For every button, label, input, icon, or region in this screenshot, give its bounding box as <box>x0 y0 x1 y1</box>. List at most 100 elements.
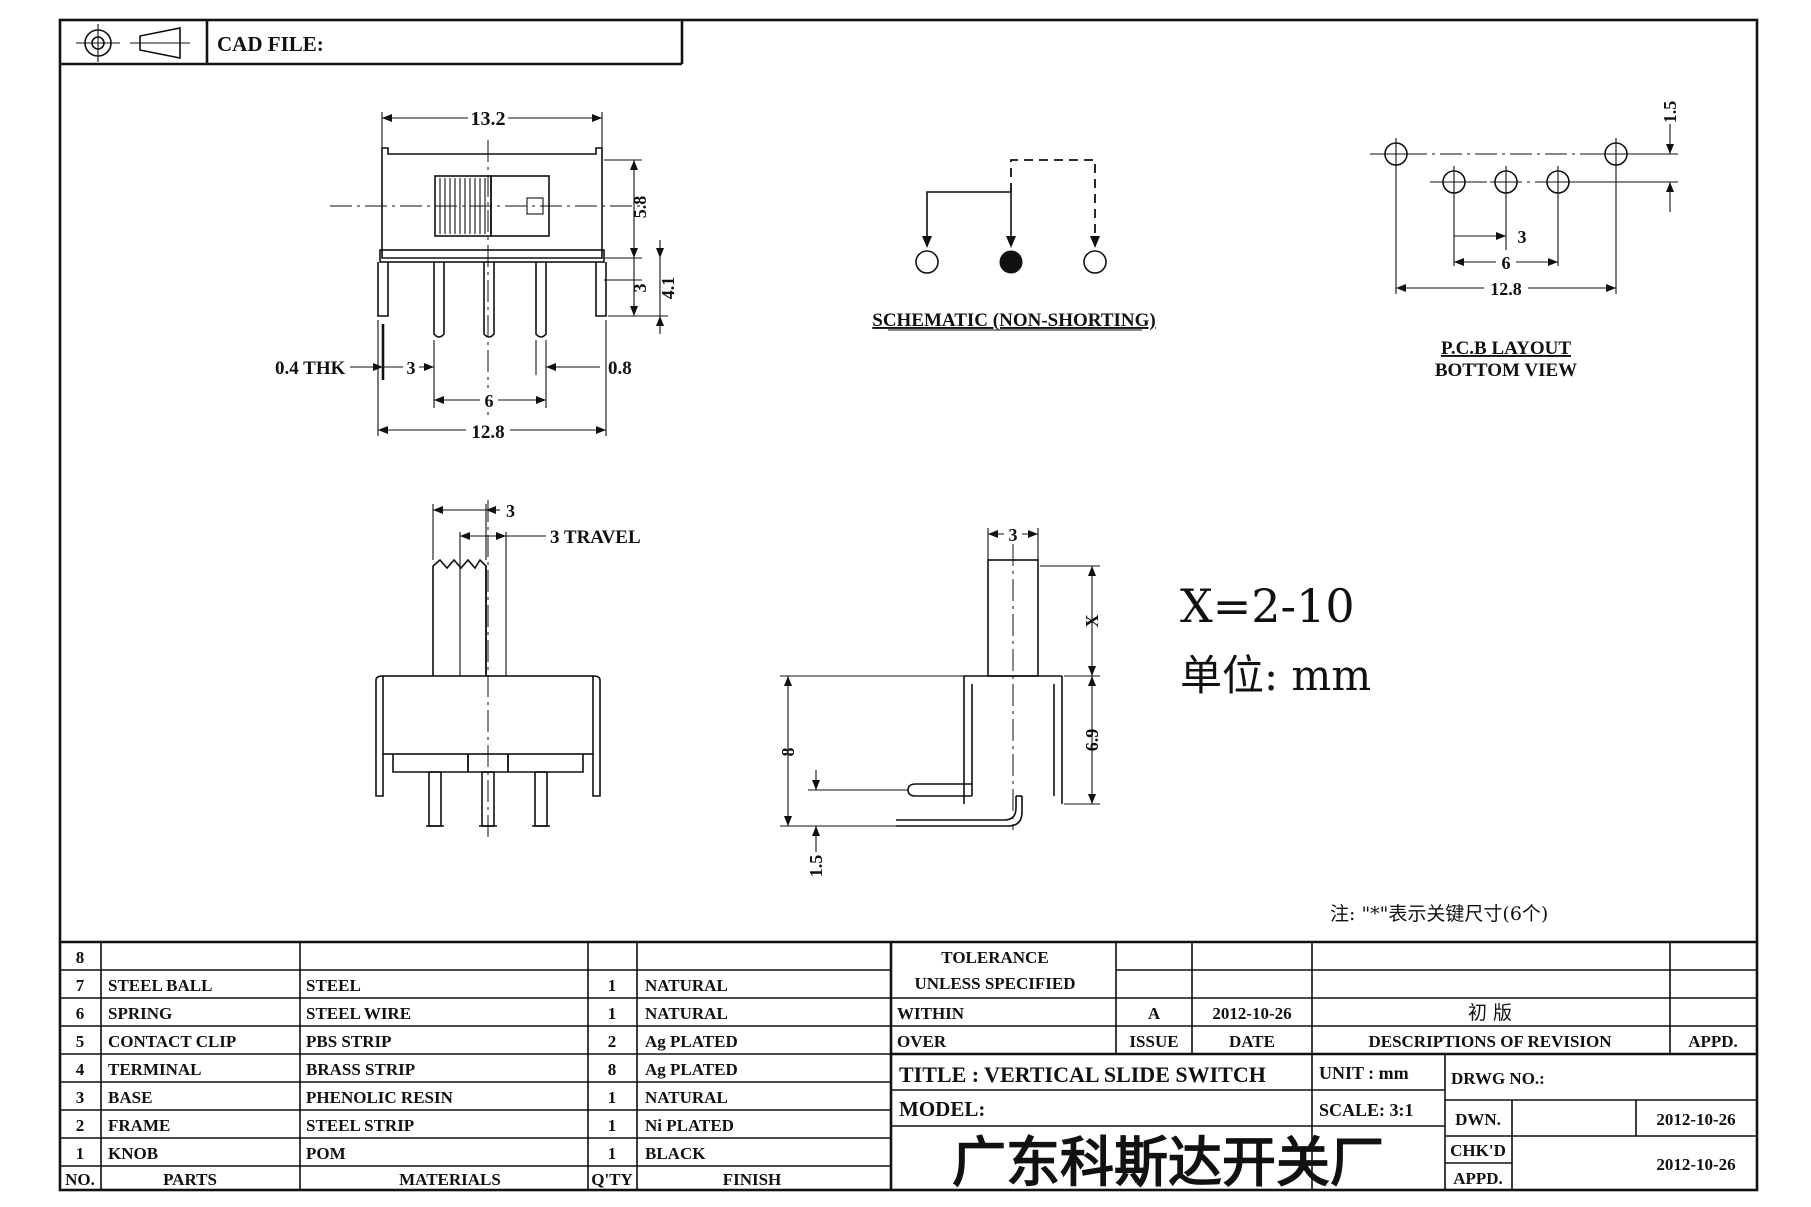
bom-row-8: 8 <box>76 948 85 967</box>
dim-0-8: 0.8 <box>608 358 632 379</box>
svg-text:1: 1 <box>76 1144 85 1163</box>
end-dim-3: 3 <box>1009 525 1018 545</box>
tolerance-label: TOLERANCE <box>941 948 1048 967</box>
chkd-date: 2012-10-26 <box>1656 1155 1735 1174</box>
drwg-no-label: DRWG NO.: <box>1451 1069 1545 1088</box>
svg-text:STEEL STRIP: STEEL STRIP <box>306 1116 414 1135</box>
svg-text:PHENOLIC RESIN: PHENOLIC RESIN <box>306 1088 454 1107</box>
dim-3-horizontal: 3 <box>407 358 416 378</box>
terminal-common-icon <box>999 250 1023 274</box>
svg-text:BLACK: BLACK <box>645 1144 706 1163</box>
svg-text:STEEL WIRE: STEEL WIRE <box>306 1004 411 1023</box>
pcb-dim-12-8: 12.8 <box>1490 279 1522 299</box>
terminal-open-right-icon <box>1083 250 1107 274</box>
svg-text:Ag PLATED: Ag PLATED <box>645 1032 738 1051</box>
pcb-label-line2: BOTTOM VIEW <box>1435 360 1577 381</box>
terminal-open-left-icon <box>915 250 939 274</box>
unless-specified-label: UNLESS SPECIFIED <box>914 974 1075 993</box>
pcb-label-line1: P.C.B LAYOUT <box>1441 338 1571 359</box>
svg-text:NATURAL: NATURAL <box>645 1088 728 1107</box>
dim-6: 6 <box>485 391 494 411</box>
svg-text:STEEL BALL: STEEL BALL <box>108 976 212 995</box>
issue-value: A <box>1148 1004 1161 1023</box>
appd2-label: APPD. <box>1453 1169 1503 1188</box>
end-dim-1-5: 1.5 <box>806 855 826 878</box>
bom-row-6: 6 SPRING STEEL WIRE 1 NATURAL <box>76 1004 728 1023</box>
end-dim-x: X <box>1082 615 1102 628</box>
svg-text:NATURAL: NATURAL <box>645 976 728 995</box>
svg-text:NO.: NO. <box>65 1170 95 1189</box>
pcb-dim-3: 3 <box>1518 227 1527 247</box>
bom-row-7: 7 STEEL BALL STEEL 1 NATURAL <box>76 976 728 995</box>
svg-text:1: 1 <box>608 976 617 995</box>
svg-text:FRAME: FRAME <box>108 1116 170 1135</box>
pcb-layout: 1.5 3 6 12.8 P.C.B LAYOUT BOTTOM VIEW <box>1370 101 1680 381</box>
bom-table: 8 7 STEEL BALL STEEL 1 NATURAL 6 SPRING … <box>60 940 1757 1190</box>
svg-text:PBS STRIP: PBS STRIP <box>306 1032 392 1051</box>
svg-text:STEEL: STEEL <box>306 976 361 995</box>
svg-text:TERMINAL: TERMINAL <box>108 1060 202 1079</box>
pcb-hole-2-icon <box>1490 166 1522 266</box>
front-view: 13.2 5.8 3 4.1 0.4 THK 3 0.8 6 <box>275 104 678 443</box>
svg-text:1: 1 <box>608 1116 617 1135</box>
dwn-date: 2012-10-26 <box>1656 1110 1735 1129</box>
svg-text:2: 2 <box>608 1032 617 1051</box>
pcb-dim-1-5: 1.5 <box>1660 101 1680 124</box>
svg-text:4: 4 <box>76 1060 85 1079</box>
chkd-label: CHK'D <box>1450 1141 1506 1160</box>
dwn-label: DWN. <box>1455 1110 1501 1129</box>
bom-row-3: 3 BASE PHENOLIC RESIN 1 NATURAL <box>76 1088 728 1107</box>
svg-text:2: 2 <box>76 1116 85 1135</box>
pcb-hole-1-icon <box>1438 166 1470 266</box>
key-dimension-note: 注: "*"表示关键尺寸(6个) <box>1330 903 1548 925</box>
svg-text:1: 1 <box>608 1144 617 1163</box>
dim-4-1: 4.1 <box>658 277 678 300</box>
side-dim-travel: 3 TRAVEL <box>550 527 641 548</box>
schematic-label: SCHEMATIC (NON-SHORTING) <box>872 310 1155 331</box>
svg-text:BRASS STRIP: BRASS STRIP <box>306 1060 415 1079</box>
svg-text:1: 1 <box>608 1004 617 1023</box>
title-block: TOLERANCE UNLESS SPECIFIED WITHIN OVER A… <box>891 942 1757 1194</box>
svg-text:NATURAL: NATURAL <box>645 1004 728 1023</box>
x-range-note: X=2-10 <box>1180 579 1355 633</box>
unit-note: 单位: mm <box>1180 651 1371 700</box>
bom-row-1: 1 KNOB POM 1 BLACK <box>76 1144 706 1163</box>
company-name: 广东科斯达开关厂 <box>952 1130 1384 1194</box>
date-value: 2012-10-26 <box>1212 1004 1291 1023</box>
svg-text:PARTS: PARTS <box>163 1170 217 1189</box>
svg-text:CONTACT CLIP: CONTACT CLIP <box>108 1032 236 1051</box>
svg-text:7: 7 <box>76 976 85 995</box>
svg-text:6: 6 <box>76 1004 85 1023</box>
pcb-hole-right-icon <box>1600 138 1632 294</box>
bom-row-2: 2 FRAME STEEL STRIP 1 Ni PLATED <box>76 1116 734 1135</box>
pcb-hole-left-icon <box>1380 138 1412 294</box>
svg-text:POM: POM <box>306 1144 346 1163</box>
model-label: MODEL: <box>899 1097 985 1121</box>
svg-text:BASE: BASE <box>108 1088 152 1107</box>
appd-label: APPD. <box>1688 1032 1738 1051</box>
over-label: OVER <box>897 1032 947 1051</box>
svg-text:5: 5 <box>76 1032 85 1051</box>
pcb-dim-6: 6 <box>1502 253 1511 273</box>
within-label: WITHIN <box>897 1004 965 1023</box>
sheet-border <box>58 18 1759 1192</box>
end-view: 3 X 6.9 8 1.5 <box>778 522 1102 877</box>
scale-label: SCALE: 3:1 <box>1319 1100 1414 1120</box>
issue-label: ISSUE <box>1129 1032 1178 1051</box>
bom-header-row: NO. PARTS MATERIALS Q'TY FINISH <box>65 1170 781 1189</box>
date-label: DATE <box>1229 1032 1275 1051</box>
svg-text:Ni PLATED: Ni PLATED <box>645 1116 734 1135</box>
drawing-title: TITLE : VERTICAL SLIDE SWITCH <box>899 1062 1266 1087</box>
cad-file-label: CAD FILE: <box>217 32 324 56</box>
svg-text:SPRING: SPRING <box>108 1004 172 1023</box>
svg-text:Q'TY: Q'TY <box>591 1170 633 1189</box>
projection-symbol-icon <box>76 24 190 62</box>
svg-text:8: 8 <box>608 1060 617 1079</box>
svg-text:FINISH: FINISH <box>723 1170 782 1189</box>
dim-13-2: 13.2 <box>471 108 506 130</box>
svg-text:KNOB: KNOB <box>108 1144 158 1163</box>
descriptions-label: DESCRIPTIONS OF REVISION <box>1368 1032 1612 1051</box>
dim-3-vertical: 3 <box>630 284 650 293</box>
pcb-hole-3-icon <box>1542 166 1574 266</box>
